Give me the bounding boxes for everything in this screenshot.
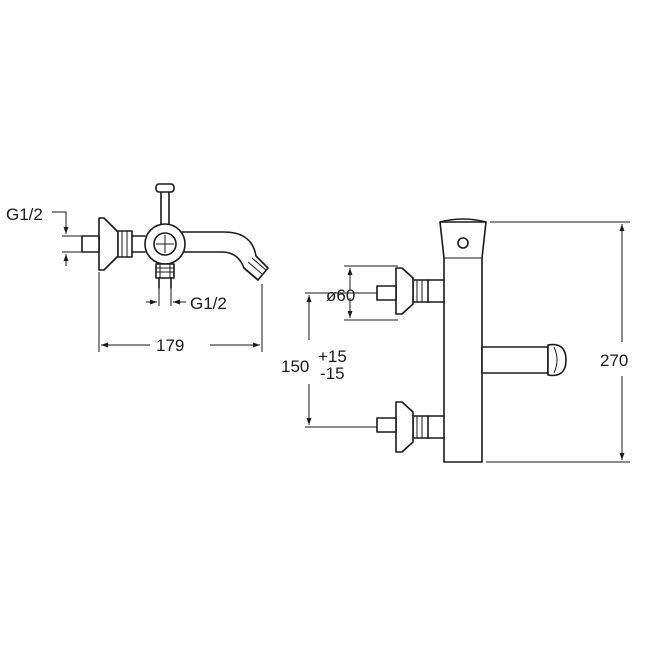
inlet-thread-label: G1/2 — [6, 205, 43, 224]
left-escutcheon — [98, 217, 119, 271]
diverter-lever — [160, 187, 170, 227]
right-view: ø60 150 +15 -15 270 — [281, 218, 630, 463]
lower-escutcheon — [395, 401, 414, 453]
upper-escutcheon — [395, 267, 414, 315]
overall-length-label: 179 — [156, 336, 184, 355]
thermostat-indicator — [457, 237, 469, 249]
upper-nut — [412, 279, 429, 303]
lower-inlet — [376, 417, 397, 433]
lever-knob — [155, 183, 175, 193]
right-spout — [481, 346, 549, 374]
center-distance-label: 150 — [281, 357, 309, 376]
outlet-thread-label: G1/2 — [190, 294, 227, 313]
spout-tip — [243, 267, 259, 281]
left-view: G1/2 G1/2 179 — [6, 183, 269, 355]
lower-nut — [412, 415, 429, 439]
left-inlet — [81, 235, 100, 253]
left-nut — [117, 230, 133, 258]
spout — [181, 231, 269, 281]
upper-inlet — [376, 285, 397, 301]
center-distance-tol-plus: +15 — [318, 347, 347, 366]
escutcheon-diameter-label: ø60 — [326, 286, 355, 305]
overall-height-label: 270 — [600, 351, 628, 370]
center-distance-tol-minus: -15 — [320, 364, 345, 383]
bottom-outlet-nut — [155, 263, 175, 279]
